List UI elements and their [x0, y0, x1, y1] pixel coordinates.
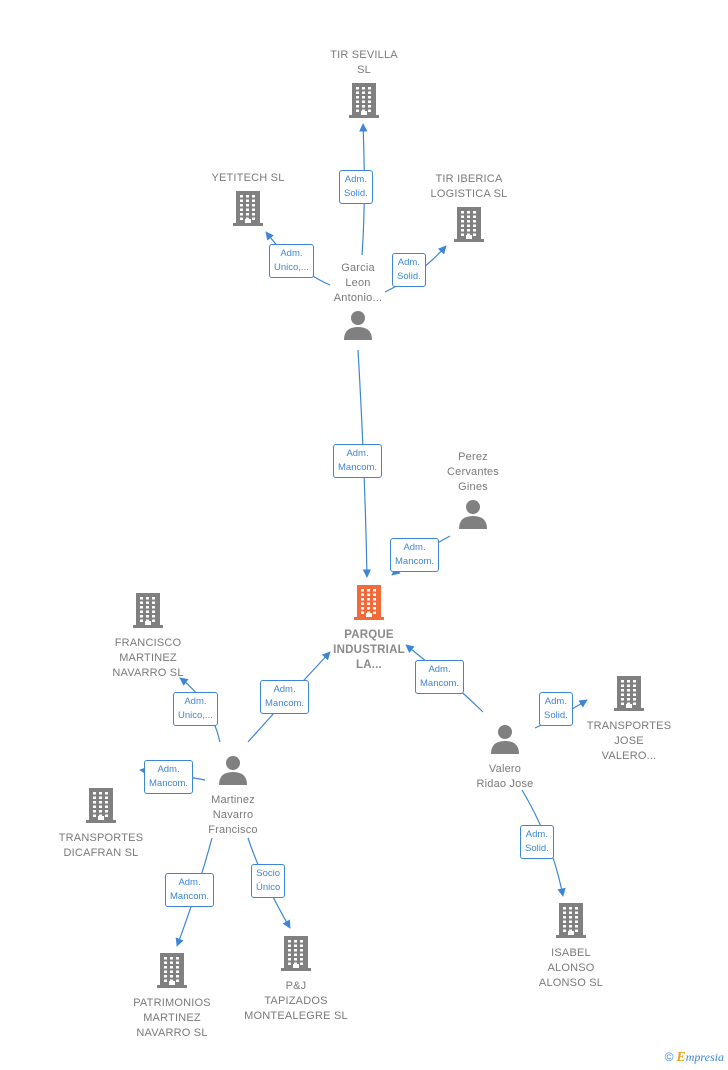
empresia-logo: ©Empresia: [665, 1050, 724, 1066]
building-icon: [564, 675, 694, 716]
node-label: ISABEL ALONSO ALONSO SL: [538, 947, 604, 989]
relation-badge: Adm. Solid.: [392, 253, 426, 287]
node-isabel[interactable]: ISABEL ALONSO ALONSO SL: [506, 902, 636, 991]
node-label: PARQUE INDUSTRIAL LA...: [333, 629, 405, 671]
node-label: TRANSPORTES JOSE VALERO...: [586, 720, 672, 762]
node-transportes-jose[interactable]: TRANSPORTES JOSE VALERO...: [564, 675, 694, 764]
node-perez[interactable]: Perez Cervantes Gines: [408, 450, 538, 534]
relation-badge: Adm. Unico,...: [173, 692, 218, 726]
node-pj[interactable]: P&J TAPIZADOS MONTEALEGRE SL: [231, 935, 361, 1024]
relation-badge: Adm. Solid.: [339, 170, 373, 204]
node-label: YETITECH SL: [211, 172, 285, 184]
relation-badge: Adm. Mancom.: [415, 660, 465, 694]
node-parque[interactable]: PARQUE INDUSTRIAL LA...: [304, 584, 434, 673]
person-icon: [440, 724, 570, 759]
person-icon: [408, 499, 538, 534]
node-label: Martinez Navarro Francisco: [208, 794, 258, 836]
relation-badge: Adm. Mancom.: [333, 444, 383, 478]
node-garcia[interactable]: Garcia Leon Antonio...: [293, 261, 423, 345]
node-label: P&J TAPIZADOS MONTEALEGRE SL: [244, 980, 348, 1022]
node-label: PATRIMONIOS MARTINEZ NAVARRO SL: [133, 997, 211, 1039]
building-icon: [299, 82, 429, 123]
building-icon: [231, 935, 361, 976]
building-icon: [83, 592, 213, 633]
node-patrimonios[interactable]: PATRIMONIOS MARTINEZ NAVARRO SL: [107, 952, 237, 1041]
person-icon: [168, 755, 298, 790]
building-icon: [36, 787, 166, 828]
copyright-symbol: ©: [664, 1050, 674, 1064]
relation-badge: Socio Único: [251, 864, 286, 898]
node-label: TRANSPORTES DICAFRAN SL: [58, 832, 144, 859]
relation-badge: Adm. Mancom.: [260, 680, 310, 714]
node-label: Garcia Leon Antonio...: [333, 262, 383, 304]
building-icon: [304, 584, 434, 625]
node-label: TIR SEVILLA SL: [330, 49, 398, 76]
brand-initial: E: [676, 1050, 686, 1065]
node-yetitech[interactable]: YETITECH SL: [183, 171, 313, 231]
node-label: Valero Ridao Jose: [476, 763, 534, 790]
person-icon: [293, 310, 423, 345]
relation-badge: Adm. Solid.: [539, 692, 573, 726]
relation-badge: Adm. Mancom.: [144, 760, 194, 794]
node-tir-iberica[interactable]: TIR IBERICA LOGISTICA SL: [404, 172, 534, 247]
building-icon: [183, 190, 313, 231]
relation-badge: Adm. Solid.: [520, 825, 554, 859]
node-label: TIR IBERICA LOGISTICA SL: [430, 173, 508, 200]
node-tir-sevilla[interactable]: TIR SEVILLA SL: [299, 48, 429, 123]
building-icon: [404, 206, 534, 247]
node-dicafran[interactable]: TRANSPORTES DICAFRAN SL: [36, 787, 166, 861]
node-valero[interactable]: Valero Ridao Jose: [440, 724, 570, 792]
relation-badge: Adm. Mancom.: [165, 873, 215, 907]
building-icon: [506, 902, 636, 943]
brand-name: mpresia: [685, 1050, 724, 1064]
node-label: Perez Cervantes Gines: [447, 451, 499, 493]
relation-badge: Adm. Unico,...: [269, 244, 314, 278]
node-label: FRANCISCO MARTINEZ NAVARRO SL: [112, 637, 184, 679]
relation-badge: Adm. Mancom.: [390, 538, 440, 572]
node-fmn[interactable]: FRANCISCO MARTINEZ NAVARRO SL: [83, 592, 213, 681]
building-icon: [107, 952, 237, 993]
node-martinez[interactable]: Martinez Navarro Francisco: [168, 755, 298, 838]
